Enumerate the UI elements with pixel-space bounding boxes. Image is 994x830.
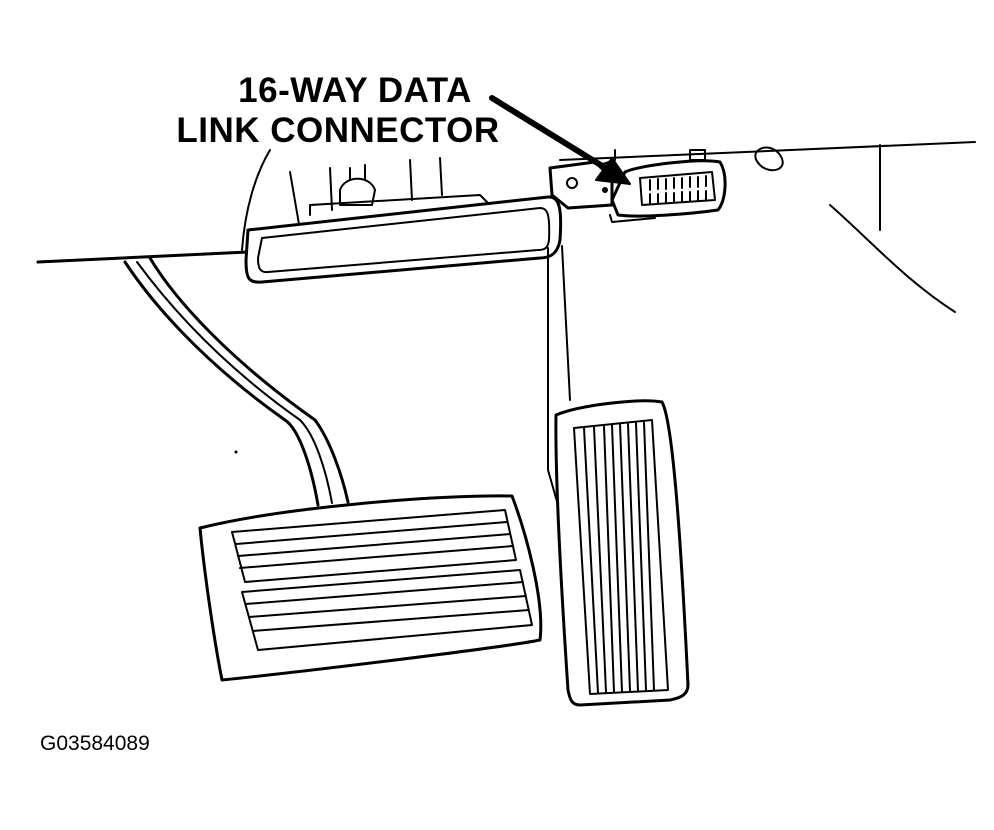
brake-pedal xyxy=(198,494,543,682)
callout-label-line-2: LINK CONNECTOR xyxy=(176,111,500,150)
figure-id: G03584089 xyxy=(40,732,150,755)
ink-speck xyxy=(234,450,238,454)
brake-pedal-arm xyxy=(123,256,350,507)
callout-arrow xyxy=(489,95,631,185)
parking-brake-pedal xyxy=(244,195,563,284)
accelerator-pedal-arm xyxy=(547,245,571,506)
callout-label-line-1: 16-WAY DATA xyxy=(238,71,472,110)
data-link-connector xyxy=(548,159,727,223)
pedal-support-bracket xyxy=(289,157,491,231)
accelerator-pedal xyxy=(554,399,690,707)
